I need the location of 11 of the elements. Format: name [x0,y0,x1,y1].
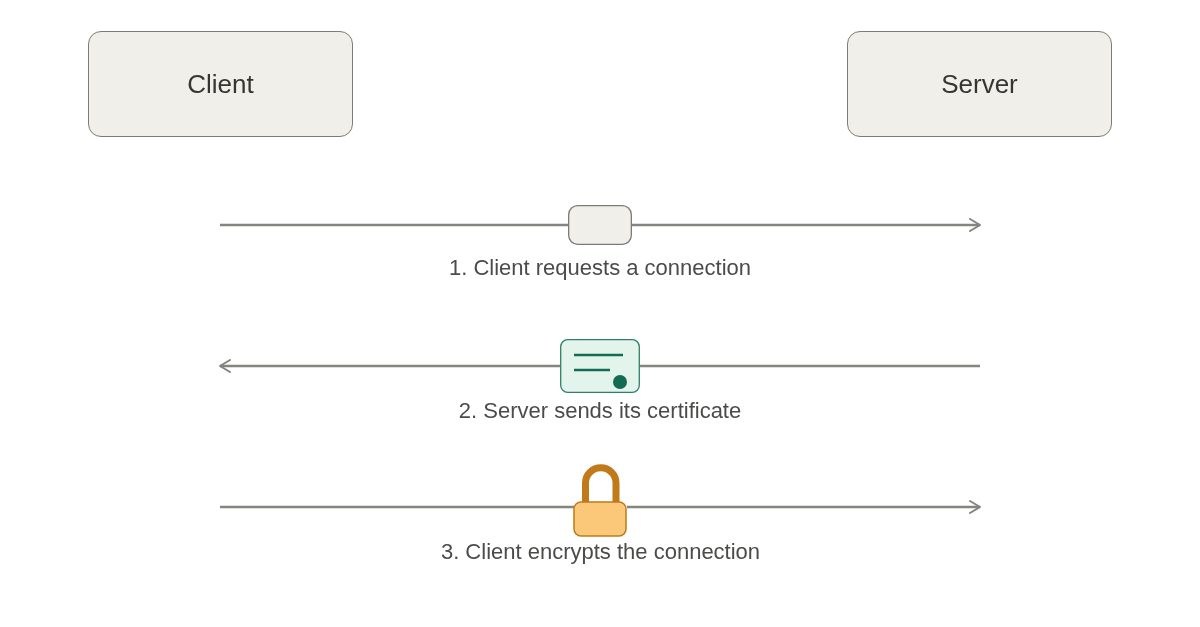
connector-line [220,505,574,509]
padlock-icon [573,464,628,537]
arrow [627,500,981,514]
message-block [568,205,632,245]
connector-line [220,223,568,227]
arrow [219,359,560,373]
certificate-icon [560,339,640,393]
connector-line [640,364,980,368]
client-node: Client [88,31,353,137]
server-node: Server [847,31,1112,137]
arrow [632,218,981,232]
